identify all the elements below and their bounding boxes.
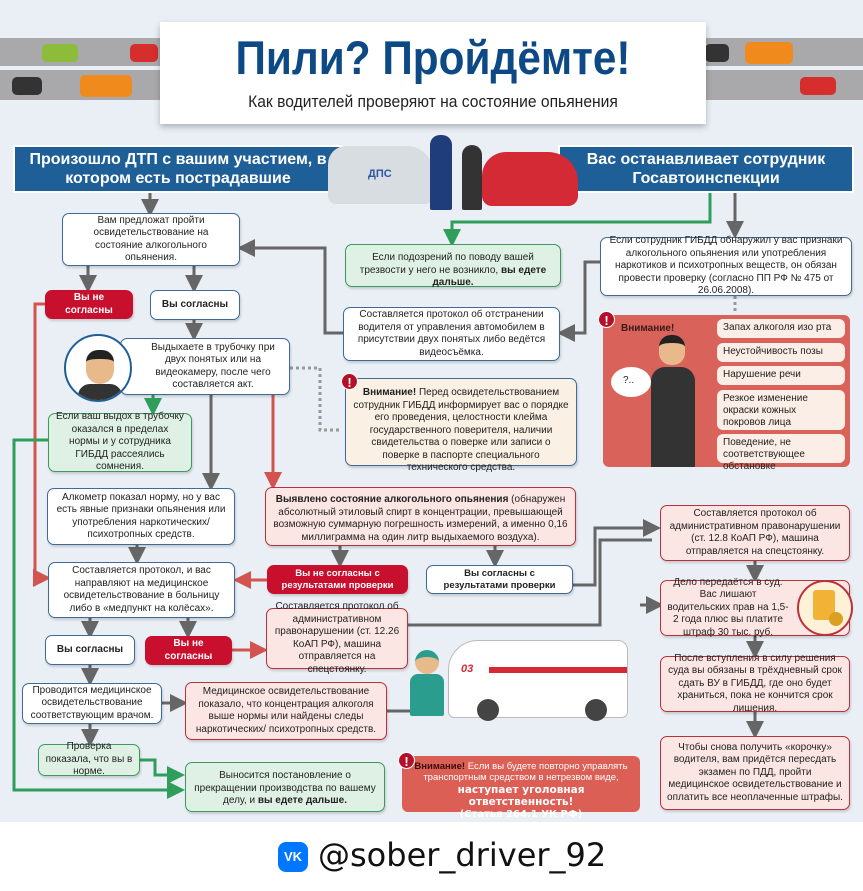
- medical-positive-box: Медицинское освидетельствование показало…: [185, 682, 387, 740]
- case-terminated-box: Выносится постановление о прекращении пр…: [185, 762, 385, 812]
- warning-text: Если вы будете повторно управлять трансп…: [423, 761, 628, 784]
- attention-note-box: Внимание! Перед освидетельствованием сот…: [345, 378, 577, 473]
- alcometer-norm-box: Алкометр показал норму, но у вас есть яв…: [47, 488, 235, 545]
- offer-test-box: Вам предложат пройти освидетельствование…: [62, 213, 240, 266]
- agree-medical-box: Вы согласны: [45, 635, 135, 665]
- police-car-illustration: ДПС: [328, 146, 433, 204]
- protocol-1226-box: Составляется протокол об административно…: [266, 601, 408, 675]
- sign-item: Запах алкоголя изо рта: [717, 319, 845, 338]
- warning-label: Внимание!: [414, 761, 466, 772]
- police-officer-illustration: [430, 135, 452, 210]
- sign-item: Резкое изменение окраски кожных покровов…: [717, 390, 845, 430]
- removal-protocol-box: Составляется протокол об отстранении вод…: [343, 307, 560, 361]
- attention-text: Перед освидетельствованием сотрудник ГИБ…: [353, 387, 569, 473]
- normal-breath-box: Если ваш выдох в трубочку оказался в пре…: [48, 411, 192, 472]
- car-icon: [12, 77, 42, 95]
- disagree-results-box: Вы не согласны с результатами проверки: [267, 565, 408, 594]
- no-suspicion-bold: вы едете дальше.: [432, 264, 547, 289]
- medical-referral-box: Составляется протокол, и вас направляют …: [48, 562, 235, 618]
- driver-illustration: [462, 145, 482, 210]
- drunk-man-head: [659, 335, 685, 365]
- car-icon: [42, 44, 78, 62]
- ambulance-illustration: 03: [448, 640, 628, 721]
- detected-details: (обнаружен абсолютный этиловый спирт в к…: [273, 494, 568, 543]
- drunk-man-illustration: [651, 367, 695, 467]
- license-surrender-box: После вступления в силу решения суда вы …: [660, 653, 850, 714]
- speech-bubble: ?..: [611, 367, 651, 397]
- ambulance-label: 03: [461, 663, 474, 675]
- no-suspicion-box: Если подозрений по поводу вашей трезвост…: [345, 244, 561, 289]
- car-icon: [80, 75, 132, 97]
- red-car-illustration: [482, 152, 578, 206]
- warning-article: (Статья 264.1 УК РФ): [459, 808, 583, 820]
- intoxication-detected-box: Выявлено состояние алкогольного опьянени…: [265, 487, 576, 546]
- banner-accident: Произошло ДТП с вашим участием, в которо…: [13, 145, 343, 193]
- exclamation-icon: !: [598, 311, 615, 328]
- car-icon: [800, 77, 836, 95]
- court-gavel-icon: [797, 580, 853, 636]
- no-suspicion-text: Если подозрений по поводу вашей трезвост…: [359, 252, 534, 276]
- disagree-medical-box: Вы не согласны: [145, 636, 232, 665]
- sign-item: Неустойчивость позы: [717, 343, 845, 362]
- criminal-liability-warning: Внимание! Если вы будете повторно управл…: [402, 756, 640, 820]
- police-car-label: ДПС: [368, 168, 392, 180]
- protocol-128-box: Составляется протокол об административно…: [660, 505, 850, 561]
- detected-heading: Выявлено состояние алкогольного опьянени…: [275, 494, 509, 505]
- vk-icon: VK: [278, 842, 308, 872]
- breathe-box: Выдыхаете в трубочку при двух понятых ил…: [120, 338, 290, 395]
- warning-emphasis: наступает уголовная ответственность!: [457, 783, 585, 809]
- social-handle[interactable]: @sober_driver_92: [318, 836, 607, 874]
- driver-avatar: [64, 334, 132, 402]
- page-title: Пили? Пройдёмте!: [235, 31, 631, 84]
- page-subtitle: Как водителей проверяют на состояние опь…: [248, 92, 618, 111]
- attention-label: Внимание!: [362, 387, 417, 398]
- license-regain-box: Чтобы снова получить «корочку» водителя,…: [660, 736, 850, 810]
- title-card: Пили? Пройдёмте! Как водителей проверяют…: [160, 22, 706, 124]
- footer: VK @sober_driver_92: [0, 822, 863, 891]
- car-icon: [130, 44, 158, 62]
- sign-item: Нарушение речи: [717, 366, 845, 385]
- exclamation-icon: !: [341, 373, 358, 390]
- banner-traffic-stop: Вас останавливает сотрудник Госавтоинспе…: [558, 145, 854, 193]
- nurse-illustration: [410, 674, 444, 716]
- signs-title: Внимание!: [621, 323, 675, 334]
- car-icon: [745, 42, 793, 64]
- medical-exam-box: Проводится медицинское освидетельствован…: [22, 683, 162, 724]
- termination-bold: вы едете дальше.: [257, 795, 347, 806]
- officer-signs-box: Если сотрудник ГИБДД обнаружил у вас при…: [600, 235, 852, 296]
- check-normal-box: Проверка показала, что вы в норме.: [38, 741, 140, 777]
- exclamation-icon: !: [398, 752, 415, 769]
- sign-item: Поведение, не соответствующее обстановке: [717, 434, 845, 472]
- termination-text: Выносится постановление о прекращении пр…: [194, 770, 376, 806]
- disagree-box: Вы не согласны: [45, 290, 133, 319]
- agree-box: Вы согласны: [150, 290, 240, 320]
- agree-results-box: Вы согласны с результатами проверки: [426, 565, 573, 594]
- nurse-head: [415, 650, 439, 674]
- car-icon: [705, 44, 729, 62]
